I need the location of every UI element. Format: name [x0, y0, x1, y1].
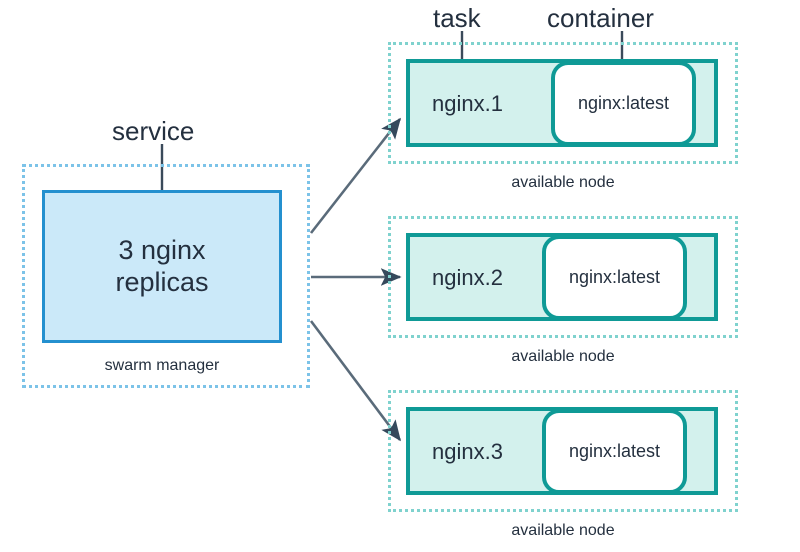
- annotation-label-service: service: [112, 116, 195, 146]
- container-image-label-1: nginx:latest: [577, 93, 670, 113]
- available-node-caption-3: available node: [511, 522, 615, 539]
- available-node-caption-2: available node: [511, 348, 615, 365]
- task-label-1: nginx.1: [432, 91, 503, 116]
- service-replicas-line-1: 3 nginx: [118, 234, 206, 265]
- arrow-service-to-node-1: [309, 117, 402, 234]
- container-image-label-2: nginx:latest: [568, 267, 661, 287]
- available-node-group-3: [388, 390, 738, 512]
- task-box-1[interactable]: nginx.1 nginx:latest: [406, 59, 718, 147]
- available-node-group-1: [388, 42, 738, 164]
- container-box-2[interactable]: nginx:latest: [542, 235, 687, 320]
- service-box[interactable]: 3 nginx replicas: [42, 190, 282, 343]
- container-box-1[interactable]: nginx:latest: [551, 61, 696, 146]
- arrow-service-to-node-3: [309, 320, 402, 442]
- annotation-label-task: task: [433, 3, 481, 33]
- service-replicas-line-2: replicas: [115, 266, 209, 297]
- task-box-2[interactable]: nginx.2 nginx:latest: [406, 233, 718, 321]
- task-box-3[interactable]: nginx.3 nginx:latest: [406, 407, 718, 495]
- task-label-2: nginx.2: [432, 265, 503, 290]
- swarm-manager-caption: swarm manager: [104, 357, 220, 374]
- task-label-3: nginx.3: [432, 439, 503, 464]
- annotation-label-container: container: [547, 3, 654, 33]
- swarm-manager-group: [22, 164, 310, 388]
- container-box-3[interactable]: nginx:latest: [542, 409, 687, 494]
- service-box-text: 3 nginx replicas: [45, 193, 279, 340]
- available-node-caption-1: available node: [511, 174, 615, 191]
- container-image-label-3: nginx:latest: [568, 441, 661, 461]
- available-node-group-2: [388, 216, 738, 338]
